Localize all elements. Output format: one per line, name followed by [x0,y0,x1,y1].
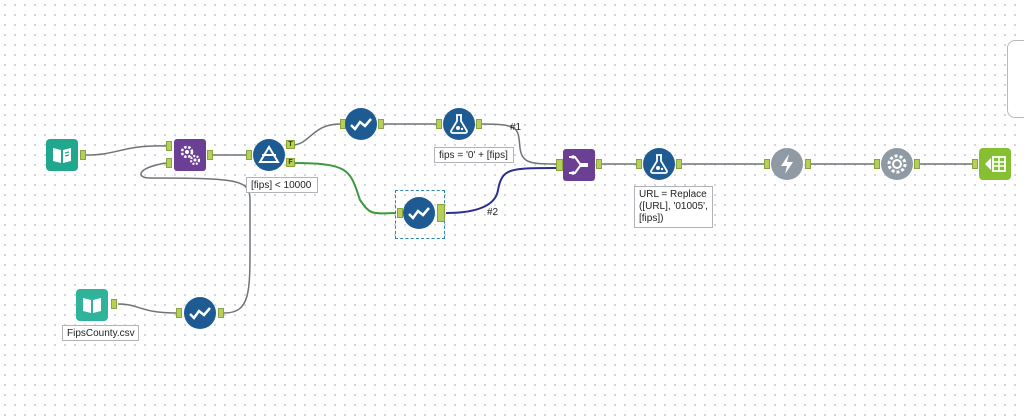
input-anchor[interactable] [636,159,642,169]
filter-tool[interactable] [253,139,285,171]
input-anchor[interactable] [166,141,172,151]
join-tool[interactable] [563,149,595,181]
input-data-icon [53,148,71,163]
input-anchor[interactable] [246,150,252,160]
input-anchor[interactable] [436,119,442,129]
input-anchor[interactable] [874,159,880,169]
macro-tool[interactable] [881,148,913,180]
input-data-tool-1[interactable] [46,139,78,171]
input-anchor[interactable] [764,159,770,169]
download-icon [781,154,793,174]
false-anchor[interactable]: F [286,158,295,167]
output-data-tool[interactable] [979,148,1011,180]
wire-formula1-to-join [481,123,557,165]
input-anchor[interactable] [176,308,182,318]
output-anchor[interactable] [437,204,445,222]
wire-select3-to-mff [140,162,251,314]
download-tool[interactable] [771,148,803,180]
formula-icon [450,114,468,134]
multi-field-formula-icon [180,145,201,166]
formula-tool-2[interactable] [643,148,675,180]
output-data-icon [985,156,1006,172]
gear-icon [887,154,907,174]
wire-input2-to-select3 [117,303,177,314]
input-data-tool-2[interactable] [76,289,108,321]
filter-annotation: [fips] < 10000 [246,177,318,193]
connection-label-2: #2 [487,207,499,218]
output-anchor[interactable] [218,308,224,318]
input-anchor[interactable] [166,158,172,168]
wire-filter-false-to-select2 [291,162,397,215]
output-anchor[interactable] [805,159,811,169]
join-icon [569,155,588,175]
filter-icon [258,145,280,163]
input-anchor[interactable] [972,159,978,169]
output-anchor[interactable] [676,159,682,169]
formula2-annotation: URL = Replace ([URL], '01005', [fips]) [634,186,713,228]
select-icon [350,118,372,131]
output-anchor[interactable] [596,159,602,169]
true-anchor[interactable]: T [286,140,295,149]
wire-filter-true-to-select1 [291,123,341,146]
input2-annotation: FipsCounty.csv [62,325,139,341]
wire-select2-to-join [445,167,557,214]
select-icon [408,207,430,220]
output-anchor[interactable] [80,150,86,160]
tool-container[interactable] [1007,40,1024,118]
multi-field-formula-tool[interactable] [174,139,206,171]
formula-icon [650,154,668,174]
select-tool-1[interactable] [345,108,377,140]
formula1-annotation: fips = '0' + [fips] [434,147,514,163]
output-anchor[interactable] [111,299,117,309]
select-icon [189,307,211,320]
output-anchor[interactable] [476,119,482,129]
formula-tool-1[interactable] [443,108,475,140]
select-tool-2[interactable] [403,197,435,229]
select-tool-3[interactable] [184,297,216,329]
input-anchor[interactable] [556,159,563,171]
output-anchor[interactable] [378,119,384,129]
input-data-icon [83,298,101,313]
input-anchor[interactable] [397,208,403,218]
output-anchor[interactable] [914,159,920,169]
wire-input1-to-mff [85,145,167,156]
connection-label-1: #1 [510,122,522,133]
output-anchor[interactable] [207,150,213,160]
